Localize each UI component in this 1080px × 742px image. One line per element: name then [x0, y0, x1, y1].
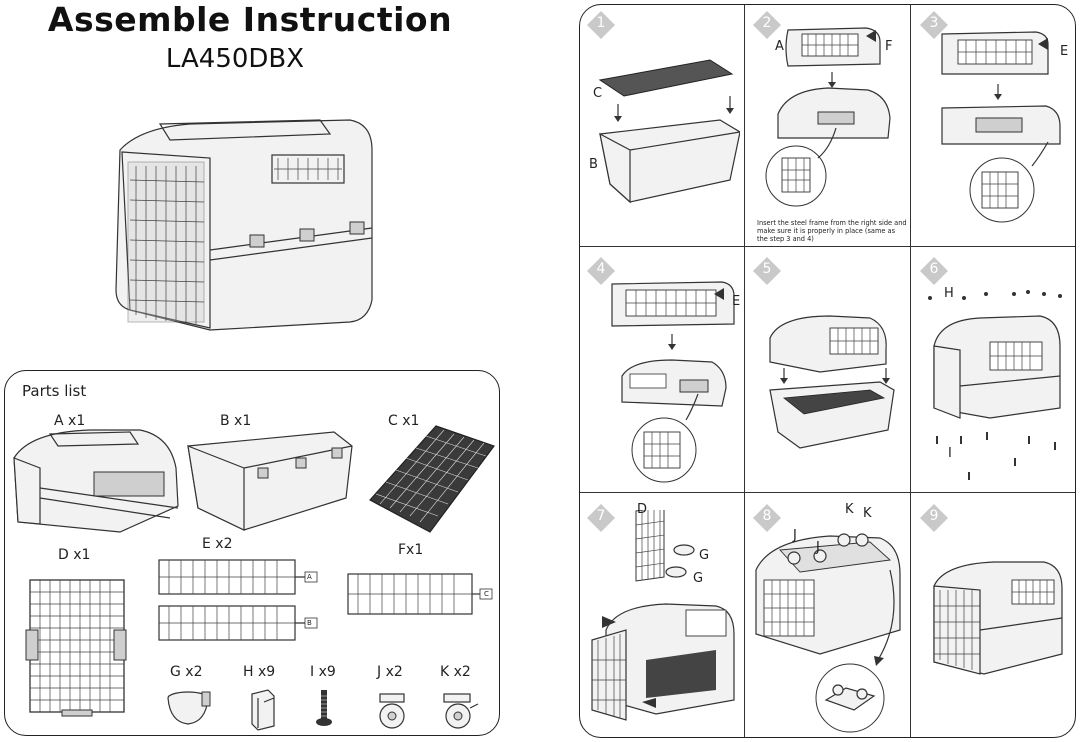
- part-b-image: [187, 431, 353, 531]
- step-3-label-e: E: [1060, 44, 1069, 59]
- part-g-label: G x2: [170, 664, 203, 680]
- grid-divider: [744, 5, 745, 737]
- step-1-label-c: C: [593, 86, 603, 101]
- step-3-badge-icon: [920, 11, 948, 39]
- part-e-image: [158, 559, 318, 641]
- step-8-badge-icon: [753, 504, 781, 532]
- step-4-label-e: E: [732, 294, 741, 309]
- part-b-label: B x1: [220, 413, 252, 429]
- step-7-label-g1: G: [699, 548, 710, 563]
- step-8-label-k2: K: [863, 506, 872, 521]
- step-8-number: 8: [762, 508, 772, 524]
- step-8-label-j2: J: [816, 540, 820, 555]
- part-a-image: [13, 429, 179, 533]
- part-a-label: A x1: [54, 413, 86, 429]
- part-e-tag-b: B: [307, 619, 312, 627]
- step-7-number: 7: [596, 508, 606, 524]
- part-i-image: [316, 690, 332, 726]
- step-2-note: Insert the steel frame from the right si…: [757, 219, 907, 243]
- step-9-badge-icon: [920, 504, 948, 532]
- step-2-badge-icon: [753, 11, 781, 39]
- part-e-tag-a: A: [307, 573, 312, 581]
- step-7-badge-icon: [587, 504, 615, 532]
- assembly-steps-panel: [579, 4, 1076, 738]
- part-h-label: H x9: [243, 664, 276, 680]
- part-k-label: K x2: [440, 664, 471, 680]
- step-6-number: 6: [929, 261, 939, 277]
- step-3-image: [941, 31, 1061, 223]
- step-4-image: [611, 281, 735, 483]
- step-5-badge-icon: [753, 257, 781, 285]
- step-9-number: 9: [929, 508, 939, 524]
- grid-divider: [580, 246, 1075, 247]
- step-6-label-i: I: [948, 446, 952, 461]
- step-5-image: [769, 315, 895, 449]
- page-title: Assemble Instruction: [47, 0, 453, 39]
- step-7-label-g2: G: [693, 571, 704, 586]
- grid-divider: [910, 5, 911, 737]
- step-6-label-h: H: [944, 286, 954, 301]
- step-7-label-d: D: [637, 502, 648, 517]
- step-1-number: 1: [596, 15, 606, 31]
- assembled-crate-image: [115, 119, 373, 331]
- step-2-image: [765, 27, 891, 207]
- part-c-label: C x1: [388, 413, 420, 429]
- part-f-label: Fx1: [398, 542, 424, 558]
- step-5-number: 5: [762, 261, 772, 277]
- parts-list-title: Parts list: [22, 382, 87, 400]
- step-7-image: [591, 510, 735, 721]
- part-j-label: J x2: [377, 664, 403, 680]
- step-8-label-j1: J: [793, 528, 797, 543]
- step-1-badge-icon: [587, 11, 615, 39]
- part-i-label: I x9: [310, 664, 336, 680]
- step-2-label-a: A: [775, 39, 784, 54]
- part-g-image: [167, 691, 211, 725]
- step-1-label-b: B: [589, 157, 598, 172]
- step-4-number: 4: [596, 261, 606, 277]
- part-k-image: [443, 693, 479, 729]
- model-number: LA450DBX: [165, 44, 305, 74]
- step-3-number: 3: [929, 15, 939, 31]
- part-e-label: E x2: [202, 536, 233, 552]
- part-c-image: [369, 425, 495, 533]
- step-8-label-k1: K: [845, 502, 854, 517]
- part-f-tag: C: [484, 590, 489, 598]
- part-d-label: D x1: [58, 547, 91, 563]
- step-2-label-f: F: [885, 39, 893, 54]
- step-1-image: [598, 59, 740, 204]
- step-6-badge-icon: [920, 257, 948, 285]
- step-2-number: 2: [762, 15, 772, 31]
- part-f-image: [347, 573, 493, 615]
- part-d-image: [25, 579, 127, 717]
- step-4-badge-icon: [587, 257, 615, 285]
- step-9-image: [933, 561, 1063, 675]
- part-j-image: [379, 693, 405, 729]
- grid-divider: [580, 492, 1075, 493]
- part-h-image: [251, 689, 275, 731]
- step-6-image: [928, 290, 1062, 480]
- step-8-image: [755, 533, 901, 733]
- parts-list-panel: [4, 370, 500, 736]
